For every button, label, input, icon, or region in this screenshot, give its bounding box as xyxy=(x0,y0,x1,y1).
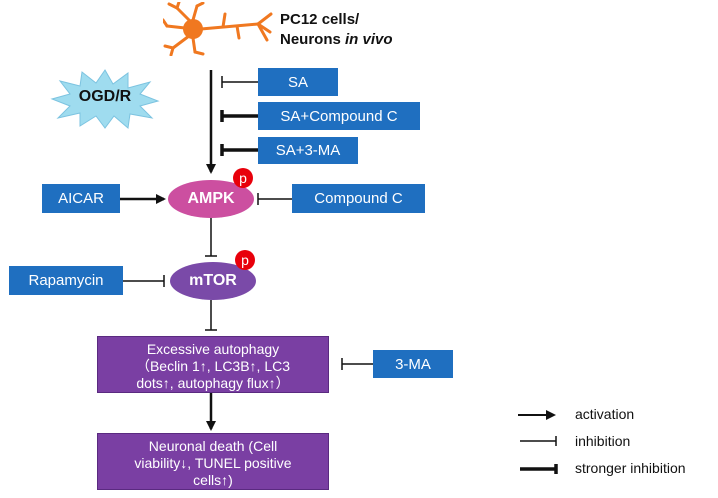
sa-compound-c-box: SA+Compound C xyxy=(258,102,420,130)
legend-activation-label: activation xyxy=(575,406,635,422)
header-line2: Neurons in vivo xyxy=(280,30,393,50)
compound-c-box: Compound C xyxy=(292,184,425,213)
header-title: PC12 cells/ Neurons in vivo xyxy=(280,10,393,50)
mtor-autophagy-inhibition-connector xyxy=(205,300,217,331)
sa-3ma-inhibition-connector xyxy=(220,144,258,156)
death-line3: cells↑) xyxy=(193,472,233,488)
ampk-node: AMPK xyxy=(168,180,254,218)
death-line2: viability↓, TUNEL positive xyxy=(134,455,292,471)
ogdr-starburst xyxy=(50,69,160,129)
sa-compound-c-inhibition-connector xyxy=(220,110,258,122)
legend-inhibition-mark xyxy=(520,436,557,446)
sa-inhibition-connector xyxy=(221,76,258,88)
header-line2-italic: in vivo xyxy=(345,31,393,48)
autophagy-line3: dots↑, autophagy flux↑） xyxy=(136,375,290,391)
neuronal-death-box: Neuronal death (Cell viability↓, TUNEL p… xyxy=(97,433,329,490)
legend-stronger-inhibition-mark xyxy=(520,464,558,474)
3ma-box: 3-MA xyxy=(373,350,453,378)
legend-inhibition-label: inhibition xyxy=(575,433,631,449)
legend-stronger-inhibition-label: stronger inhibition xyxy=(575,460,686,476)
ampk-mtor-inhibition-connector xyxy=(205,218,217,257)
3ma-inhibition-connector xyxy=(341,358,373,370)
rapamycin-inhibition-connector xyxy=(123,275,165,287)
sa-3ma-box: SA+3-MA xyxy=(258,137,358,164)
mtor-phospho-badge: p xyxy=(235,250,255,270)
rapamycin-box: Rapamycin xyxy=(9,266,123,295)
autophagy-line1: Excessive autophagy xyxy=(146,341,280,357)
neuron-icon xyxy=(163,2,273,56)
death-line1: Neuronal death (Cell xyxy=(148,438,278,454)
compound-c-inhibition-connector xyxy=(257,193,292,205)
header-line2-prefix: Neurons xyxy=(280,31,346,48)
ampk-phospho-badge: p xyxy=(233,168,253,188)
sa-box: SA xyxy=(258,68,338,96)
autophagy-line2: （Beclin 1↑, LC3B↑, LC3 xyxy=(135,358,291,374)
excessive-autophagy-box: Excessive autophagy （Beclin 1↑, LC3B↑, L… xyxy=(97,336,329,393)
header-line1: PC12 cells/ xyxy=(280,11,360,28)
aicar-box: AICAR xyxy=(42,184,120,213)
ogdr-label: OGD/R xyxy=(78,88,132,105)
